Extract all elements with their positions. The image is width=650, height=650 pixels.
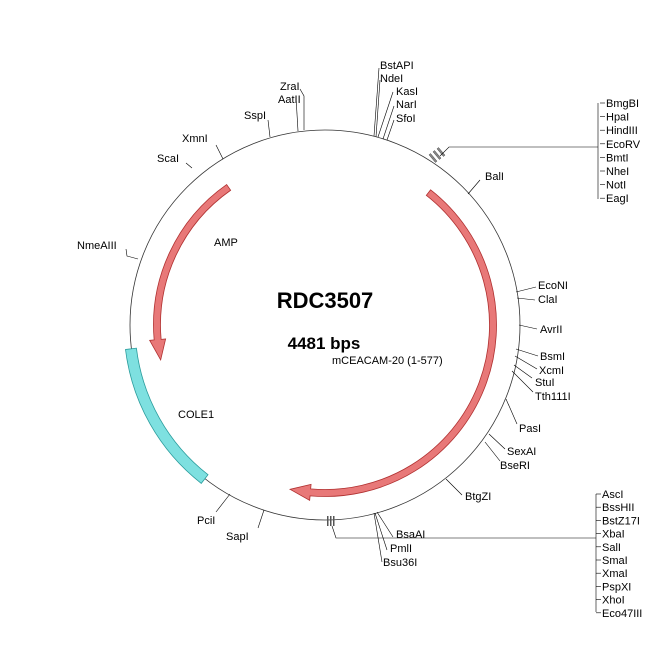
site-pmli-label: PmlI xyxy=(390,543,412,555)
mceacam-label: mCEACAM-20 (1-577) xyxy=(332,355,443,367)
amp-feature-arrow xyxy=(149,183,232,362)
site-sspi-label: SspI xyxy=(244,110,266,122)
site-pasi-label: PasI xyxy=(519,423,541,435)
site-bstapi-label: BstAPI xyxy=(380,60,414,72)
site-xcmi-label: XcmI xyxy=(539,365,564,377)
site-sali-label: SalI xyxy=(602,542,621,554)
site-xmni-label: XmnI xyxy=(182,133,208,145)
site-btgzi-label: BtgZI xyxy=(465,491,491,503)
site-leader-lines xyxy=(125,67,539,563)
site-sapi-label: SapI xyxy=(226,531,249,543)
site-bsshii-label: BssHII xyxy=(602,502,634,514)
cole1-feature-arc xyxy=(125,347,209,484)
site-econi-label: EcoNI xyxy=(538,280,568,292)
site-clai-label: ClaI xyxy=(538,294,558,306)
amp-label: AMP xyxy=(214,237,238,249)
site-hindiii-label: HindIII xyxy=(606,125,638,137)
site-tth111i-label: Tth111I xyxy=(535,391,571,403)
site-stui-label: StuI xyxy=(535,377,555,389)
cole1-label: COLE1 xyxy=(178,409,214,421)
site-eco47iii-label: Eco47III xyxy=(602,608,642,620)
site-zrai-label: ZraI xyxy=(280,81,300,93)
site-scai-label: ScaI xyxy=(157,153,179,165)
bottom-cluster-leaders xyxy=(327,494,597,612)
site-xhoi-label: XhoI xyxy=(602,595,625,607)
site-bali-label: BalI xyxy=(485,171,504,183)
site-bstz17i-label: BstZ17I xyxy=(602,515,640,527)
site-bmgbi-label: BmgBI xyxy=(606,98,639,110)
top-cluster-leaders xyxy=(428,103,599,199)
site-ndei-label: NdeI xyxy=(380,73,403,85)
site-nmeaiii-label: NmeAIII xyxy=(77,240,117,252)
site-bseri-label: BseRI xyxy=(500,460,530,472)
site-aatii-label: AatII xyxy=(278,94,301,106)
site-noti-label: NotI xyxy=(606,180,626,192)
site-bsmi-label: BsmI xyxy=(540,351,565,363)
site-nari-label: NarI xyxy=(396,99,417,111)
site-ecorv-label: EcoRV xyxy=(606,139,641,151)
site-sexai-label: SexAI xyxy=(507,446,536,458)
site-smai-label: SmaI xyxy=(602,555,628,567)
site-eagi-label: EagI xyxy=(606,193,629,205)
site-nhei-label: NheI xyxy=(606,166,629,178)
plasmid-name: RDC3507 xyxy=(277,288,374,313)
site-xmai-label: XmaI xyxy=(602,568,628,580)
site-pcii-label: PciI xyxy=(197,515,215,527)
mceacam-feature-arrow xyxy=(288,189,497,501)
site-pspxi-label: PspXI xyxy=(602,581,631,593)
site-asci-label: AscI xyxy=(602,489,623,501)
site-avrii-label: AvrII xyxy=(540,324,562,336)
site-hpai-label: HpaI xyxy=(606,112,629,124)
site-bsaai-label: BsaAI xyxy=(396,529,425,541)
site-kasi-label: KasI xyxy=(396,86,418,98)
plasmid-size: 4481 bps xyxy=(288,334,361,353)
site-bsu36i-label: Bsu36I xyxy=(383,557,417,569)
site-sfoi-label: SfoI xyxy=(396,113,416,125)
site-bmti-label: BmtI xyxy=(606,152,629,164)
site-xbai-label: XbaI xyxy=(602,529,625,541)
